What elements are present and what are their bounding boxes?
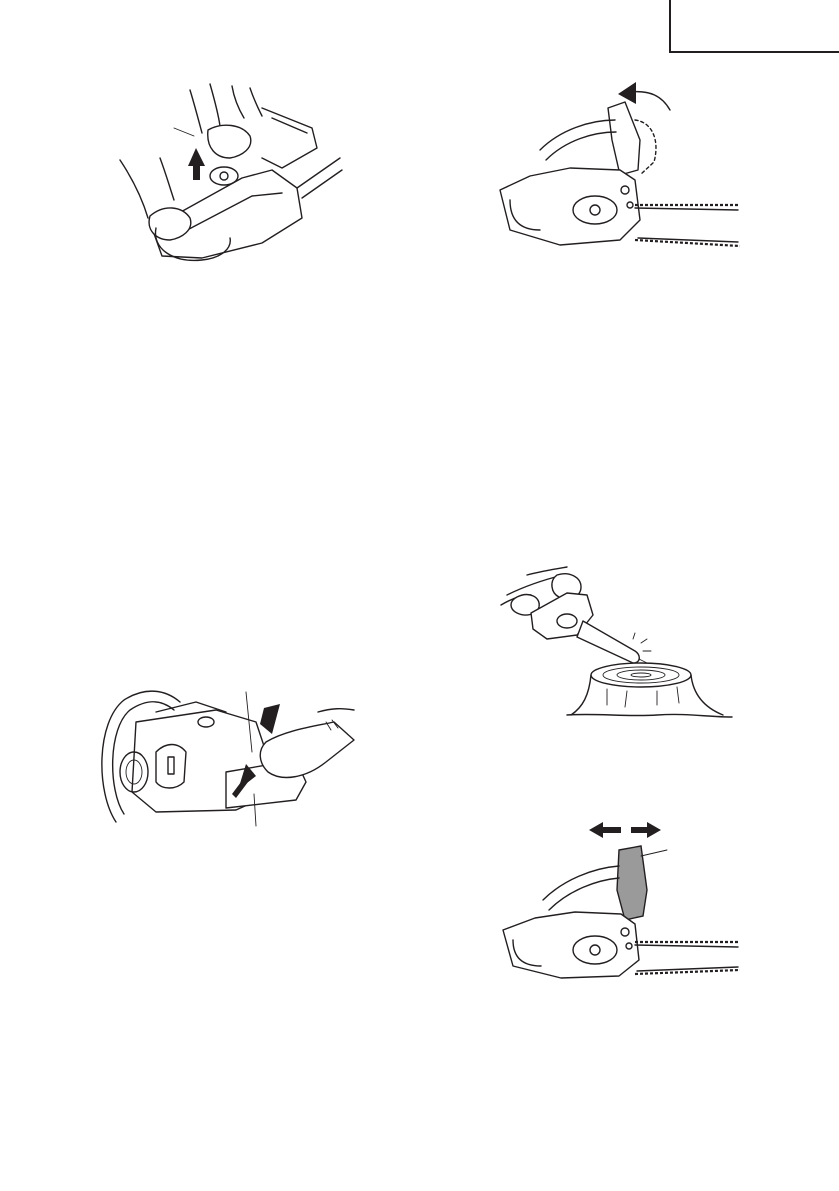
language-tab xyxy=(669,0,839,53)
chain-brake-lever-icon xyxy=(490,80,740,255)
figure-chainsaw-stump xyxy=(497,565,732,725)
hand-guard-push-pull-icon xyxy=(495,820,740,978)
throttle-lockout-grip-icon xyxy=(96,682,354,832)
chainsaw-on-stump-icon xyxy=(497,565,732,725)
figure-chain-brake-lever xyxy=(490,80,740,255)
figure-throttle-grip xyxy=(96,682,354,832)
figure-hand-guard xyxy=(495,820,740,978)
hands-lifting-chainsaw-icon xyxy=(112,78,342,268)
figure-hands-lifting xyxy=(112,78,342,268)
